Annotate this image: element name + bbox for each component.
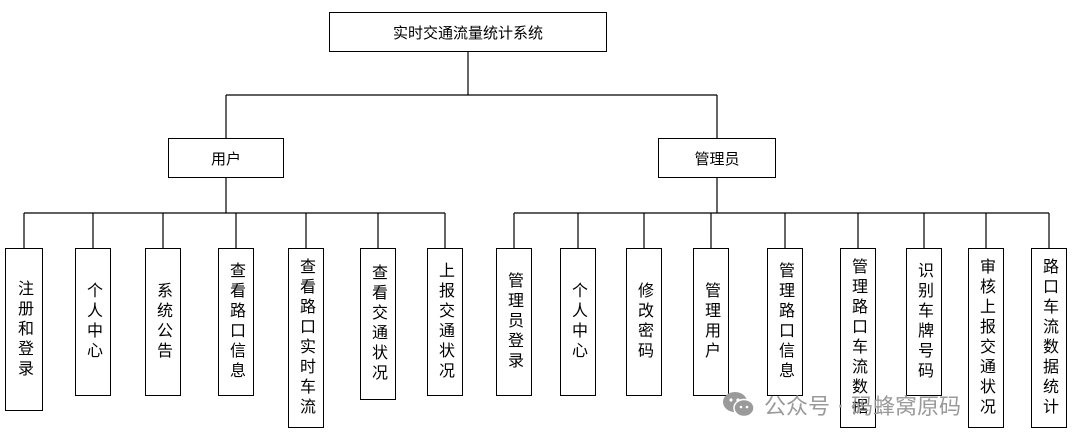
leaf-node: 系统公告 xyxy=(145,248,181,396)
leaf-node: 路口车流数据统计 xyxy=(1031,248,1067,428)
watermark: 公众号 · 码蜂窝原码 xyxy=(722,388,961,422)
leaf-node: 管理员登录 xyxy=(496,248,532,396)
leaf-node: 识别车牌号码 xyxy=(906,248,942,396)
watermark-text: 公众号 · 码蜂窝原码 xyxy=(764,395,961,420)
leaf-node: 审核上报交通状况 xyxy=(968,248,1004,428)
leaf-node: 管理路口车流数据 xyxy=(840,248,876,428)
group-node-user: 用户 xyxy=(168,138,284,178)
group-label-user: 用户 xyxy=(210,149,241,168)
leaf-node: 个人中心 xyxy=(75,248,111,396)
group-node-admin: 管理员 xyxy=(658,138,776,178)
leaf-node: 个人中心 xyxy=(560,248,596,396)
leaf-node: 查看路口实时车流 xyxy=(288,248,324,428)
group-label-admin: 管理员 xyxy=(694,149,740,168)
leaf-node: 修改密码 xyxy=(626,248,662,396)
leaf-node: 查看交通状况 xyxy=(360,248,396,400)
root-node: 实时交通流量统计系统 xyxy=(329,12,607,52)
leaf-node: 注册和登录 xyxy=(5,248,43,411)
leaf-node: 管理用户 xyxy=(693,248,729,396)
leaf-node: 管理路口信息 xyxy=(767,248,803,396)
wechat-icon xyxy=(723,392,755,418)
leaf-node: 上报交通状况 xyxy=(427,248,463,396)
root-label: 实时交通流量统计系统 xyxy=(392,23,543,42)
leaf-node: 查看路口信息 xyxy=(218,248,254,396)
